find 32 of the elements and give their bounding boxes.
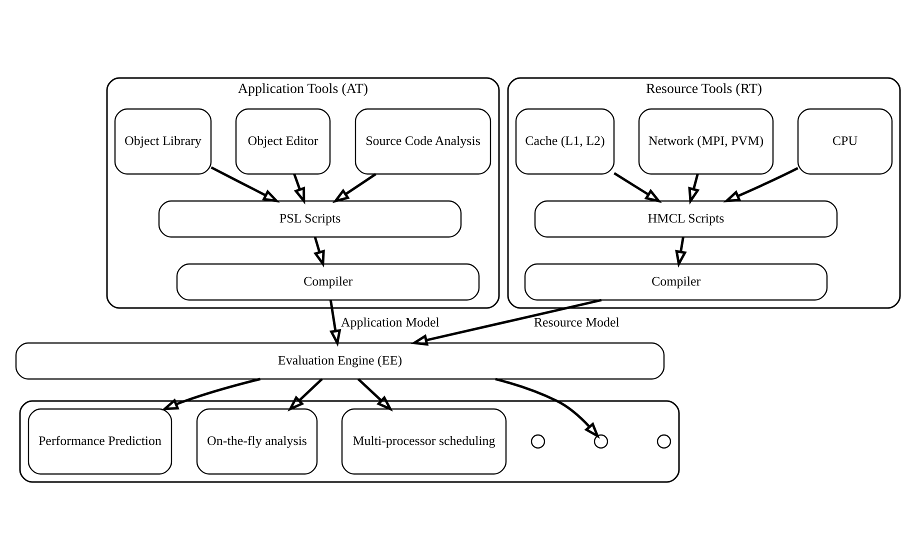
node-box: Performance Prediction [28, 408, 172, 474]
arrow [210, 166, 280, 202]
node-box: Compiler [176, 262, 480, 300]
node-box: Object Library [114, 108, 212, 174]
node-circle [656, 434, 672, 448]
arrow [332, 172, 376, 203]
node-box: Multi-processor scheduling [341, 408, 507, 474]
arrow [675, 236, 687, 268]
node-box: Cache (L1, L2) [515, 108, 615, 174]
node-box: Object Editor [235, 108, 331, 174]
arrow [293, 173, 306, 204]
node-box: Compiler [524, 262, 828, 300]
node-box: PSL Scripts [158, 200, 462, 238]
node-box: HMCL Scripts [534, 200, 838, 238]
node-box: Source Code Analysis [354, 108, 492, 174]
node-circle [530, 434, 546, 448]
node-circle [594, 434, 608, 448]
edge-label: Resource Model [534, 314, 620, 329]
arrow [688, 173, 700, 204]
arrow [410, 298, 602, 346]
arrow [161, 377, 261, 410]
edge-label: Application Model [340, 314, 440, 329]
cluster [19, 400, 680, 482]
arrow [723, 166, 798, 202]
node-box: CPU [797, 108, 893, 174]
arrow [614, 172, 662, 202]
arrow [495, 377, 600, 438]
arrow [313, 236, 325, 267]
arrow [329, 299, 342, 346]
node-box: Evaluation Engine (EE) [15, 342, 665, 380]
node-box: Network (MPI, PVM) [638, 108, 774, 174]
node-box: On-the-fly analysis [196, 408, 318, 474]
